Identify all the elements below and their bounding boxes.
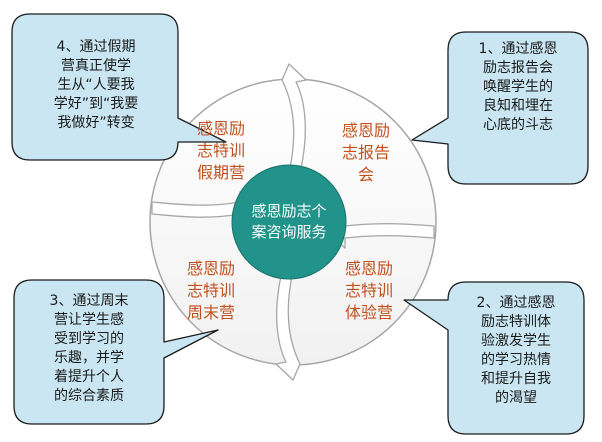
callout-text-report-meeting: 1、通过感恩 励志报告会 唤醒学生的 良知和埋在 心底的斗志 [478,41,558,133]
callout-text-experience-camp: 2、通过感恩 励志特训体 验激发学生 的学习热情 和提升自我 的渴望 [476,295,556,406]
callout-shapes [11,13,589,435]
segment-label-report-meeting: 感恩励 志报告 会 [341,121,390,184]
callout-bottom-left [13,279,219,425]
callout-top-right [411,31,589,185]
callout-bottom-right [403,281,585,435]
callout-text-holiday-camp: 4、通过假期 营真正使学 生从“人要我 学好”到“我要 我做好”转变 [53,39,139,131]
callout-top-left [11,13,227,161]
segment-label-experience-camp: 感恩励 志特训 体验营 [344,259,393,322]
center-circle [231,164,347,280]
cycle-arrows [151,63,435,381]
callout-text-weekend-camp: 3、通过周末 营让学生感 受到学习的 乐趣，并学 着提升个人 的综合素质 [49,293,129,404]
center-label: 感恩励志个 案咨询服务 [251,202,327,241]
segment-label-holiday-camp: 感恩励 志特训 假期营 [196,119,245,182]
segment-label-weekend-camp: 感恩励 志特训 周末营 [186,259,235,322]
